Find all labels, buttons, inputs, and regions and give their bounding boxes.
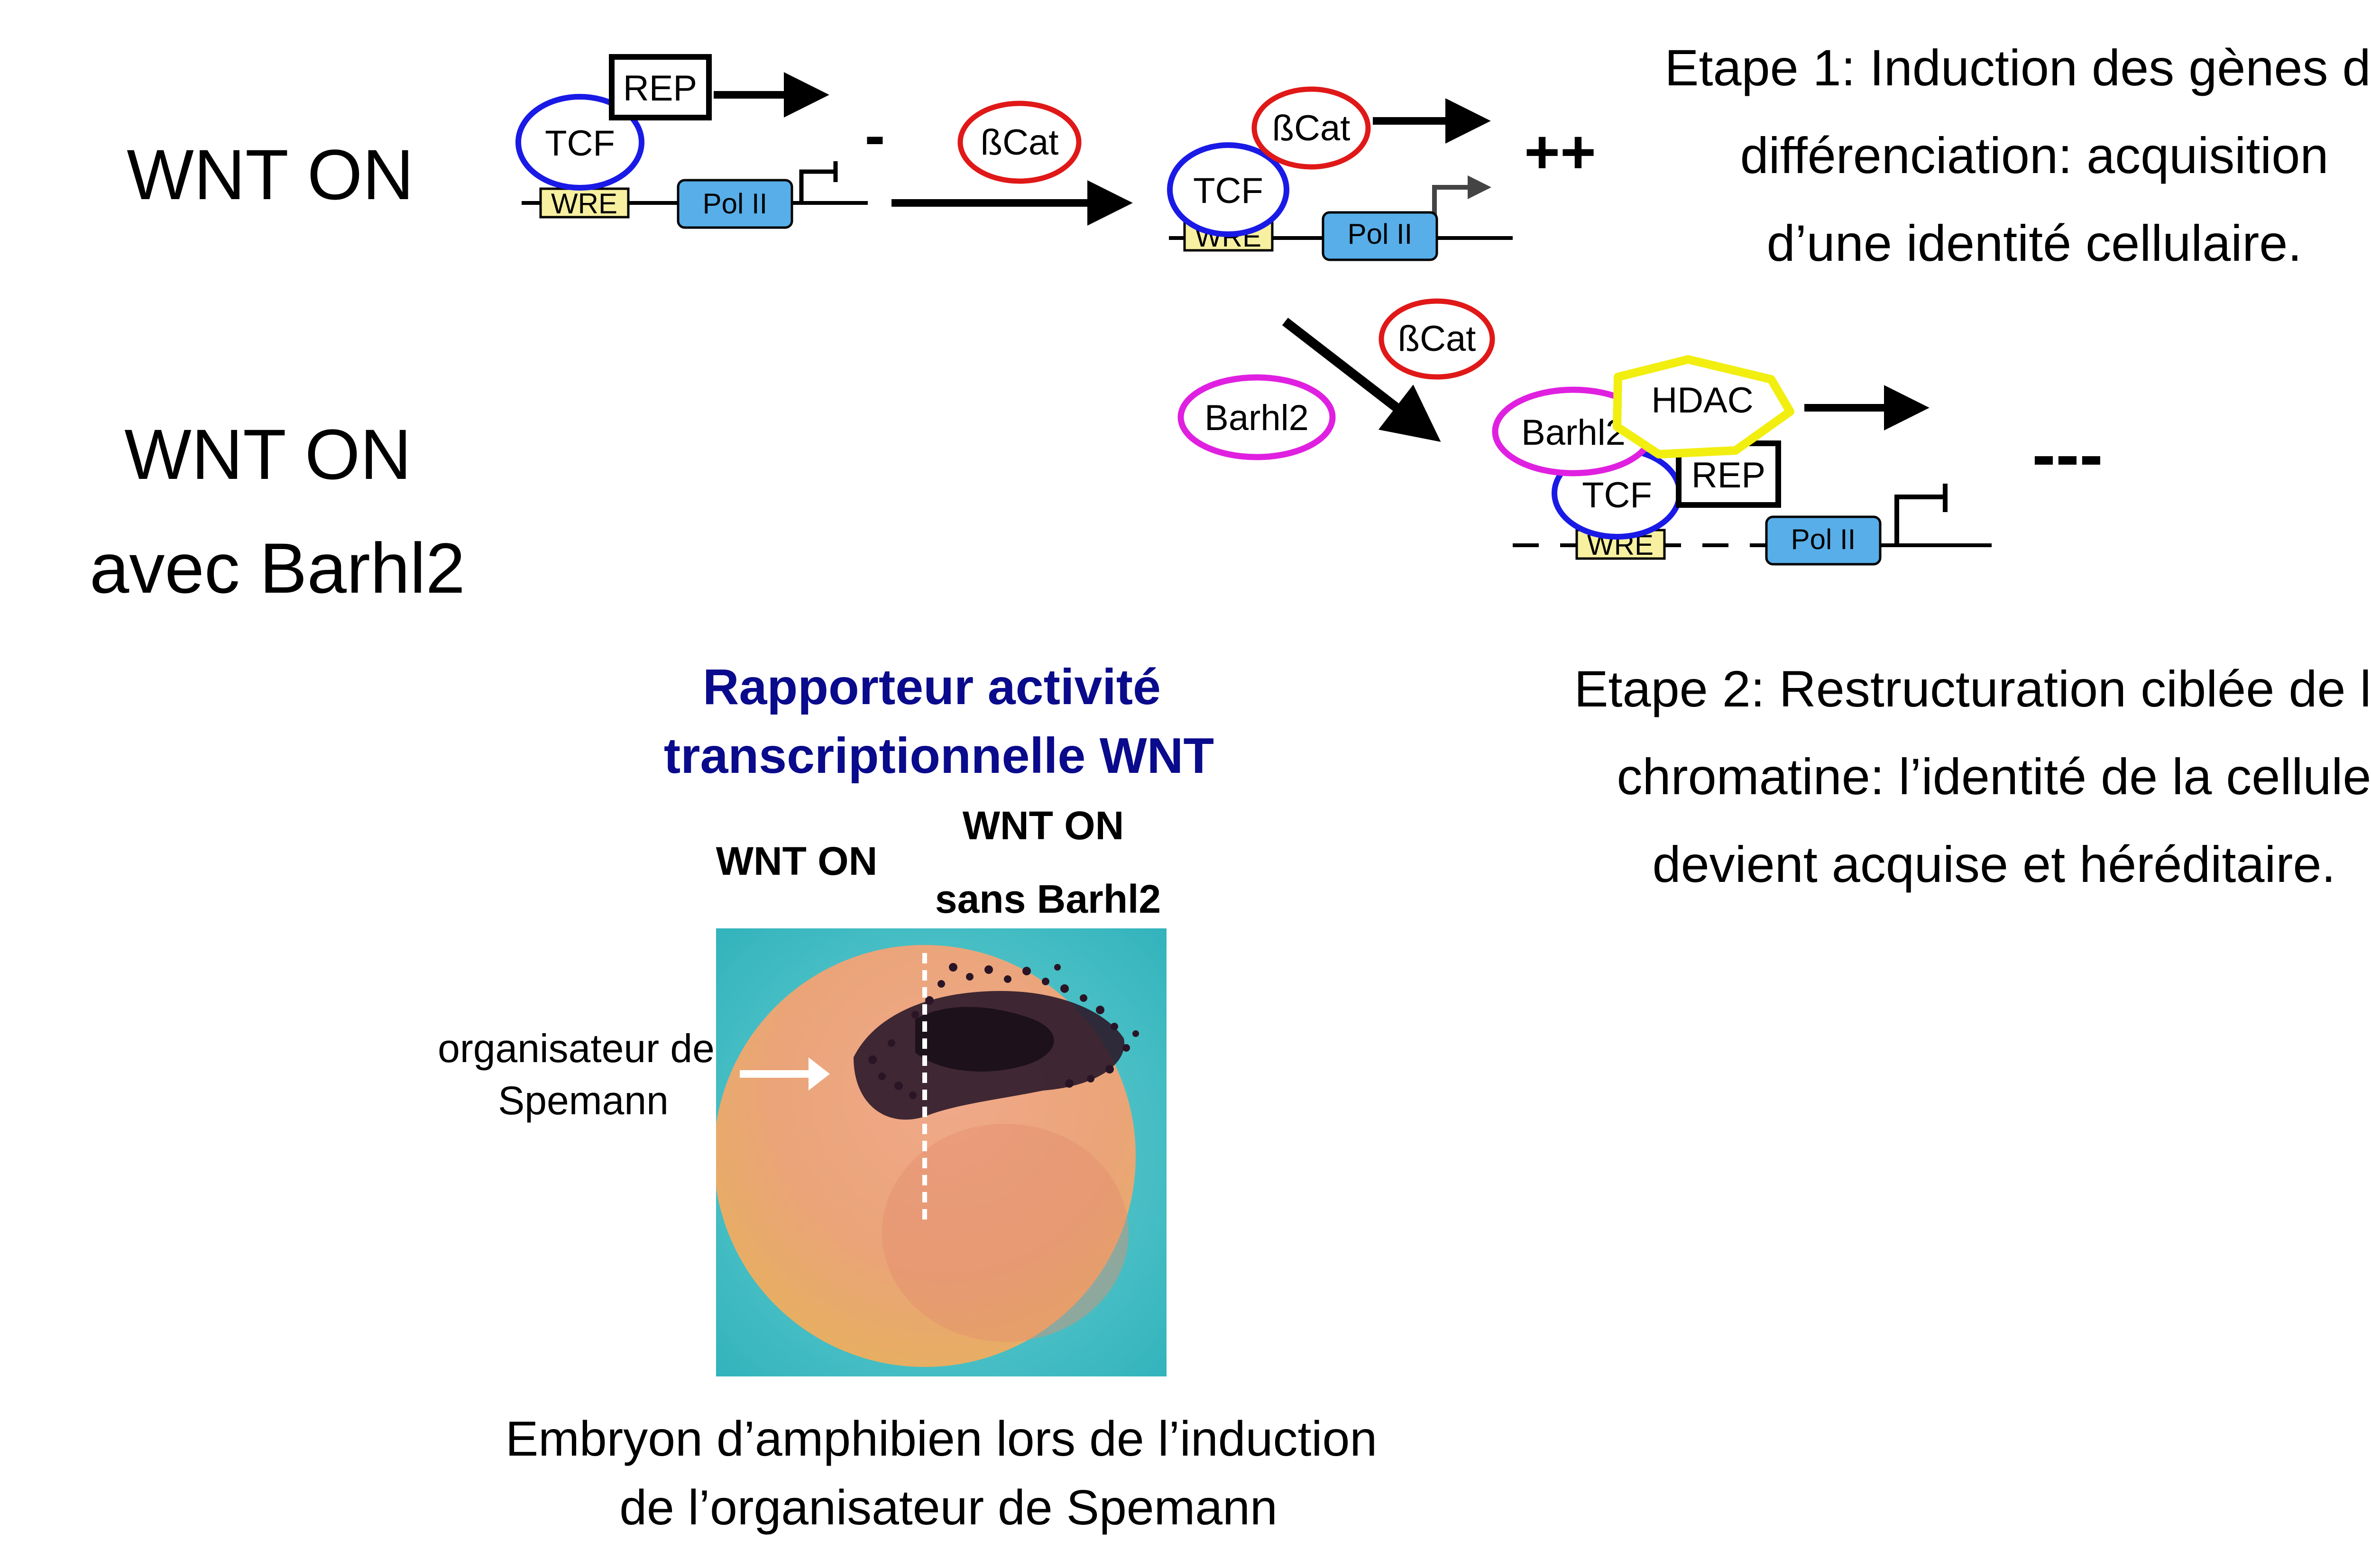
pol2-label-repressed: Pol II xyxy=(1791,523,1856,555)
hdac-label: HDAC xyxy=(1651,380,1753,421)
barhl2-oval-free xyxy=(1177,374,1336,460)
tcf-oval-active xyxy=(1167,142,1289,237)
row2-label-line2: avec Barhl2 xyxy=(90,528,465,608)
reporter-title-line1: Rapporteur activité xyxy=(703,659,1161,715)
step2-line1: Etape 2: Restructuration ciblée de la xyxy=(1574,660,2371,717)
barhl2-label-bound: Barhl2 xyxy=(1521,413,1626,453)
caption-line2: de l’organisateur de Spemann xyxy=(619,1480,1277,1535)
label-wnt-on: WNT ON xyxy=(716,839,878,883)
row1-label: WNT ON xyxy=(127,135,414,214)
promoter-mark xyxy=(799,169,835,203)
row2-label-line1: WNT ON xyxy=(124,414,412,494)
pol2-box-active xyxy=(1322,211,1438,261)
stain-speckles xyxy=(868,963,1139,1099)
wre-box xyxy=(539,187,630,219)
tcf-label-active: TCF xyxy=(1193,171,1263,211)
step1-line1: Etape 1: Induction des gènes de xyxy=(1664,39,2371,96)
label-sans-barhl2: sans Barhl2 xyxy=(935,877,1161,921)
panel-repressed: WRE Pol II TCF REP - xyxy=(515,54,885,229)
step2-line2: chromatine: l’identité de la cellule xyxy=(1617,748,2371,805)
panel-activated: WRE Pol II TCF ßCat ++ xyxy=(1167,86,1596,261)
pol2-box xyxy=(677,179,793,229)
hdac-shape xyxy=(1613,355,1794,458)
pol2-box-repressed xyxy=(1765,515,1882,566)
caption-line1: Embryon d’amphibien lors de l’induction xyxy=(505,1412,1377,1467)
bcat-oval-bound xyxy=(1251,86,1371,170)
active-promoter-arrow xyxy=(1432,175,1491,238)
plusplus-sign: ++ xyxy=(1524,117,1596,186)
arrow-to-barhl2 xyxy=(1282,318,1441,442)
promoter-mark-repressed xyxy=(1894,495,1944,545)
step1-line3: d’une identité cellulaire. xyxy=(1767,214,2302,272)
bcat-label-lower: ßCat xyxy=(1398,319,1476,359)
step2-line3: devient acquise et héréditaire. xyxy=(1653,835,2336,893)
tcf-label: TCF xyxy=(545,123,615,164)
bcat-label-bound: ßCat xyxy=(1272,108,1351,148)
tcf-label-repressed: TCF xyxy=(1582,475,1652,515)
panel-barhl2-repressed: WRE Pol II TCF REP Barhl2 HDAC --- xyxy=(1492,355,2103,566)
rep-label: REP xyxy=(623,68,697,109)
pol2-label-active: Pol II xyxy=(1348,218,1413,250)
bcat-label-free: ßCat xyxy=(981,122,1059,163)
organizer-label-line1: organisateur de xyxy=(438,1026,715,1071)
embryo-photo xyxy=(716,928,1167,1376)
wre-label: WRE xyxy=(551,188,617,220)
organizer-label-line2: Spemann xyxy=(498,1078,669,1123)
bcat-oval-free xyxy=(957,101,1082,184)
pol2-label: Pol II xyxy=(703,188,768,220)
barhl2-label-free: Barhl2 xyxy=(1204,398,1309,438)
reporter-title-line2: transcriptionnelle WNT xyxy=(664,728,1214,784)
rep-box xyxy=(609,54,712,120)
step1-line2: différenciation: acquisition xyxy=(1740,127,2329,184)
dashes-sign: --- xyxy=(2032,414,2103,494)
bcat-oval-lower xyxy=(1378,298,1495,380)
minus-sign: - xyxy=(864,101,885,170)
label-wnt-on-right: WNT ON xyxy=(963,803,1124,848)
rep-label-repressed: REP xyxy=(1691,455,1765,495)
